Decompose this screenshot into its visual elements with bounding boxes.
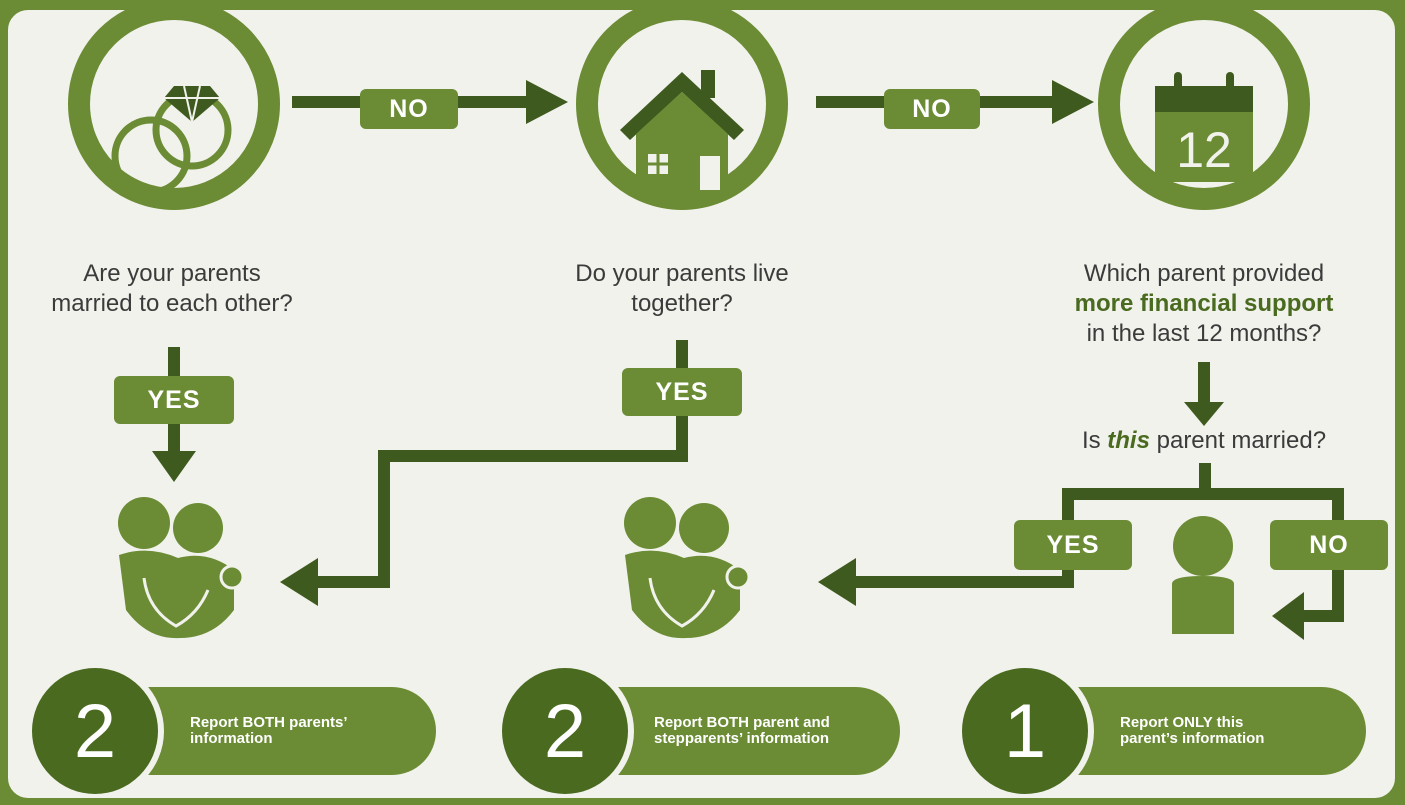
couple-icon [624,497,751,639]
no-label: NO [884,89,980,129]
question-financial-support: Which parent provided more financial sup… [1074,260,1334,347]
yes-label: YES [114,376,234,424]
question-married: Are your parents married to each other? [51,260,293,317]
calendar-icon: 12 [1155,72,1253,182]
no-label: NO [360,89,458,129]
flowchart-panel: 12 NO NO YES YES YES NO Are your parents… [6,8,1397,800]
calendar-circle: 12 [1098,10,1310,210]
outcome-number-3: 1 [962,668,1088,794]
outcome-badge-1: Report BOTH parents’information [144,687,436,775]
person-icon [1172,516,1234,634]
outcome-number-1: 2 [32,668,158,794]
house-circle [576,10,788,210]
no-label: NO [1270,520,1388,570]
couple-icon [118,497,245,639]
rings-circle [68,10,280,210]
yes-label: YES [1014,520,1132,570]
question-this-parent-married: Is this parent married? [1081,427,1327,454]
calendar-day: 12 [1176,122,1232,178]
arrow-support-down [1184,362,1224,426]
question-live-together: Do your parents live together? [575,260,789,317]
yes-label: YES [622,368,742,416]
outcome-number-2: 2 [502,668,628,794]
diamond-icon [164,86,220,122]
house-icon [620,70,744,190]
